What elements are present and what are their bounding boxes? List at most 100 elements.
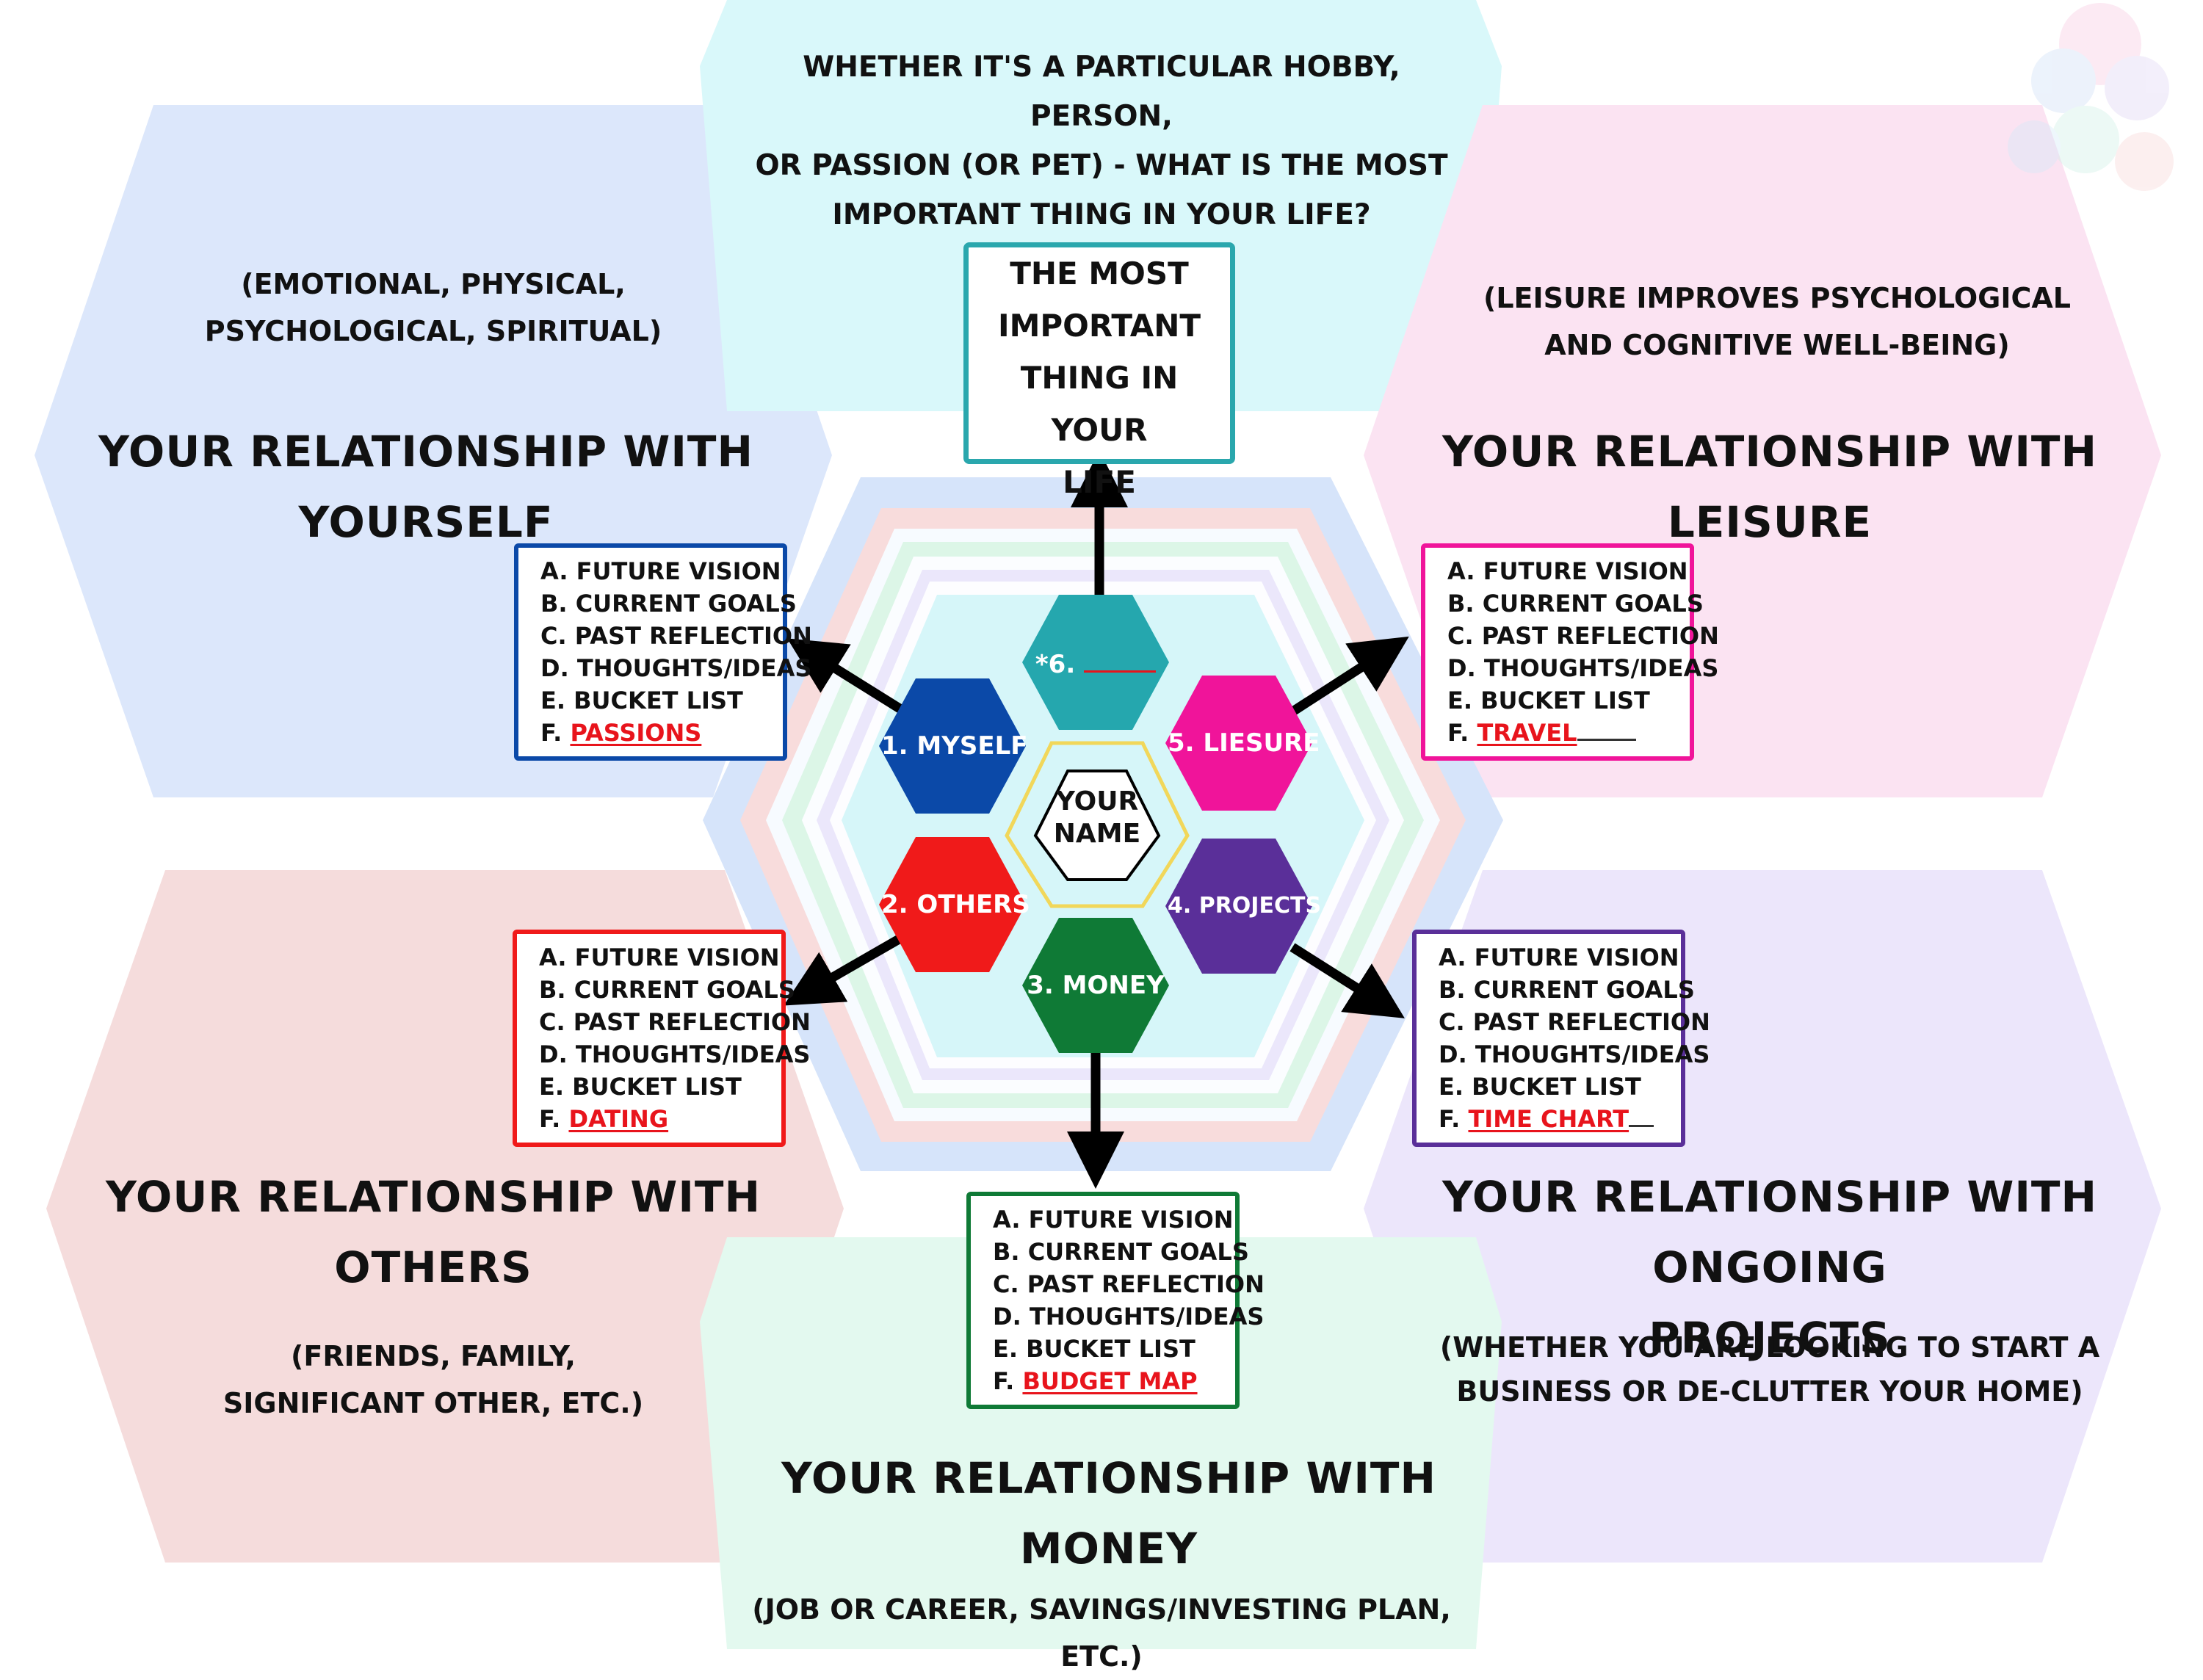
projects-heading: YOUR RELATIONSHIP WITH ONGOING PROJECTS <box>1381 1162 2159 1373</box>
list-item: E. BUCKET LIST <box>540 687 743 714</box>
list-item: D. THOUGHTS/IDEAS <box>540 654 812 682</box>
fill-value[interactable]: TRAVEL <box>1477 719 1577 747</box>
heading-line: MONEY <box>1019 1524 1198 1574</box>
question-line: WHETHER IT'S A PARTICULAR HOBBY, PERSON, <box>803 51 1400 133</box>
fill-value[interactable]: TIME CHART <box>1468 1105 1629 1133</box>
f-prefix: F. <box>1447 719 1469 747</box>
arrow-upright <box>1291 636 1409 715</box>
others-heading: YOUR RELATIONSHIP WITH OTHERS <box>103 1162 764 1303</box>
heading-line: OTHERS <box>334 1242 532 1292</box>
box-line: LIFE <box>1063 464 1136 500</box>
list-item-f: F. TRAVEL <box>1447 717 1690 749</box>
hex-projects-label: 4. PROJECTS <box>1168 893 1322 919</box>
list-item: A. FUTURE VISION <box>539 944 780 971</box>
hex-others-label: 2. OTHERS <box>881 890 1030 919</box>
list-item: B. CURRENT GOALS <box>539 976 795 1004</box>
list-item: C. PAST REFLECTION <box>540 622 812 650</box>
hex-leisure-label: 5. LIESURE <box>1168 728 1320 758</box>
heading-line: YOUR RELATIONSHIP WITH <box>1441 427 2098 477</box>
hex-leisure <box>1165 676 1312 811</box>
myself-list-box: A. FUTURE VISION B. CURRENT GOALS C. PAS… <box>514 543 812 761</box>
list-item: D. THOUGHTS/IDEAS <box>1447 654 1719 682</box>
box-line: THING IN YOUR <box>1020 360 1179 448</box>
subtitle-line: PSYCHOLOGICAL, SPIRITUAL) <box>204 315 662 347</box>
hex-projects <box>1165 839 1312 974</box>
important-question: WHETHER IT'S A PARTICULAR HOBBY, PERSON,… <box>734 43 1469 239</box>
most-important-box: THE MOST IMPORTANT THING IN YOUR LIFE <box>963 242 1235 500</box>
subtitle-line: (WHETHER YOU ARE LOOKING TO START A <box>1439 1331 2100 1364</box>
others-subtitle: (FRIENDS, FAMILY, SIGNIFICANT OTHER, ETC… <box>140 1333 727 1427</box>
list-item: B. CURRENT GOALS <box>1439 976 1695 1004</box>
list-item-f: F. DATING <box>539 1103 781 1135</box>
list-item: E. BUCKET LIST <box>993 1335 1195 1363</box>
hex-money-label: 3. MONEY <box>1027 971 1165 1000</box>
heading-line: YOUR RELATIONSHIP WITH <box>781 1453 1437 1503</box>
important-number: *6. <box>1035 650 1076 679</box>
f-prefix: F. <box>540 719 562 747</box>
heading-line: PROJECTS <box>1649 1313 1891 1363</box>
subtitle-line: (EMOTIONAL, PHYSICAL, <box>241 268 626 300</box>
fill-value[interactable]: BUDGET MAP <box>1022 1367 1198 1395</box>
name-hex-inner <box>1033 770 1161 881</box>
list-item: C. PAST REFLECTION <box>1439 1008 1710 1036</box>
question-line: OR PASSION (OR PET) - WHAT IS THE MOST <box>755 149 1448 182</box>
money-subtitle: (JOB OR CAREER, SAVINGS/INVESTING PLAN, … <box>734 1586 1469 1680</box>
blank-line <box>1084 670 1157 673</box>
list-item-f: F. BUDGET MAP <box>993 1365 1235 1397</box>
heading-line: YOUR RELATIONSHIP WITH <box>105 1172 762 1222</box>
list-item: E. BUCKET LIST <box>539 1073 742 1101</box>
hex-myself <box>879 678 1026 814</box>
money-region <box>700 1237 1502 1649</box>
leisure-heading: YOUR RELATIONSHIP WITH LEISURE <box>1432 416 2108 557</box>
yourself-heading: YOUR RELATIONSHIP WITH YOURSELF <box>95 416 756 557</box>
arrow-downleft <box>784 934 903 1006</box>
list-item: C. PAST REFLECTION <box>539 1008 811 1036</box>
money-list-box: A. FUTURE VISION B. CURRENT GOALS C. PAS… <box>966 1192 1265 1409</box>
projects-list-box: A. FUTURE VISION B. CURRENT GOALS C. PAS… <box>1412 930 1710 1147</box>
subtitle-line: (LEISURE IMPROVES PSYCHOLOGICAL <box>1483 282 2072 314</box>
name-line: YOUR <box>1055 786 1139 817</box>
blank-line <box>1629 1125 1654 1127</box>
others-list-box: A. FUTURE VISION B. CURRENT GOALS C. PAS… <box>513 930 811 1147</box>
hex-myself-label: 1. MYSELF <box>881 731 1028 761</box>
heading-line: YOUR RELATIONSHIP WITH <box>98 427 754 477</box>
name-line: NAME <box>1053 819 1141 849</box>
list-item: B. CURRENT GOALS <box>540 590 797 618</box>
important-region <box>700 0 1502 411</box>
hex-important-label: *6. <box>1030 650 1162 679</box>
subtitle-line: (JOB OR CAREER, SAVINGS/INVESTING PLAN, … <box>752 1593 1451 1673</box>
your-name-label[interactable]: YOUR NAME <box>1046 786 1148 850</box>
list-item: D. THOUGHTS/IDEAS <box>993 1303 1265 1330</box>
question-line: IMPORTANT THING IN YOUR LIFE? <box>832 198 1371 231</box>
list-item: C. PAST REFLECTION <box>1447 622 1719 650</box>
yourself-subtitle: (EMOTIONAL, PHYSICAL, PSYCHOLOGICAL, SPI… <box>169 261 698 355</box>
list-item: A. FUTURE VISION <box>1447 557 1688 585</box>
hex-others <box>879 837 1026 972</box>
fill-value[interactable]: DATING <box>568 1105 669 1133</box>
list-item: A. FUTURE VISION <box>540 557 781 585</box>
list-item: B. CURRENT GOALS <box>1447 590 1704 618</box>
projects-subtitle: (WHETHER YOU ARE LOOKING TO START A BUSI… <box>1439 1325 2100 1413</box>
logo-hex-cluster <box>2008 3 2174 191</box>
subtitle-line: AND COGNITIVE WELL-BEING) <box>1544 329 2010 361</box>
list-item: B. CURRENT GOALS <box>993 1238 1249 1266</box>
arrow-downright <box>1289 943 1405 1018</box>
list-item: A. FUTURE VISION <box>993 1206 1234 1234</box>
list-item-f: F. PASSIONS <box>540 717 783 749</box>
heading-line: YOUR RELATIONSHIP WITH ONGOING <box>1441 1172 2098 1292</box>
f-prefix: F. <box>539 1105 561 1133</box>
heading-line: LEISURE <box>1667 497 1873 547</box>
subtitle-line: BUSINESS OR DE-CLUTTER YOUR HOME) <box>1456 1375 2083 1408</box>
box-line: THE MOST <box>1010 256 1189 292</box>
fill-value[interactable]: PASSIONS <box>570 719 702 747</box>
list-item-f: F. TIME CHART <box>1439 1103 1681 1135</box>
list-item: D. THOUGHTS/IDEAS <box>1439 1040 1710 1068</box>
list-item: E. BUCKET LIST <box>1447 687 1650 714</box>
list-item: E. BUCKET LIST <box>1439 1073 1641 1101</box>
list-item: D. THOUGHTS/IDEAS <box>539 1040 811 1068</box>
leisure-list-box: A. FUTURE VISION B. CURRENT GOALS C. PAS… <box>1421 543 1719 761</box>
f-prefix: F. <box>993 1367 1015 1395</box>
leisure-subtitle: (LEISURE IMPROVES PSYCHOLOGICAL AND COGN… <box>1439 275 2115 369</box>
list-item: C. PAST REFLECTION <box>993 1270 1265 1298</box>
